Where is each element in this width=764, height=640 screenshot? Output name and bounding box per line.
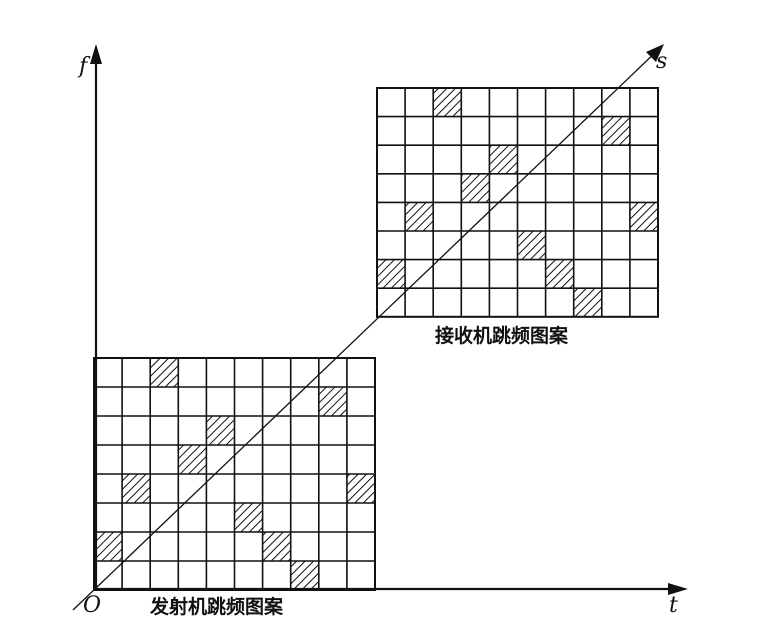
receiver-hatched-cell [461, 173, 490, 203]
s-axis-arrowhead [646, 44, 664, 62]
origin-label: O [83, 593, 101, 618]
transmitter-hatched-cell [122, 474, 151, 503]
transmitter-hatched-cell [150, 358, 179, 387]
receiver-hatched-cell [573, 288, 602, 317]
transmitter-hatched-cell [262, 532, 291, 561]
receiver-hatched-cell [545, 259, 574, 289]
receiver-hatched-cell [377, 259, 406, 289]
transmitter-hatched-cell [234, 503, 263, 532]
receiver-caption: 接收机跳频图案 [435, 324, 569, 347]
receiver-hatched-cell [433, 88, 462, 117]
receiver-hatched-cell [405, 202, 434, 231]
transmitter-hopping-grid [93, 357, 376, 591]
receiver-hatched-cell [601, 116, 630, 146]
receiver-hopping-grid [376, 87, 659, 318]
receiver-hatched-cell [629, 202, 658, 231]
s-axis-line [72, 47, 661, 611]
transmitter-hatched-cell [290, 561, 319, 590]
f-axis-arrowhead [90, 44, 102, 64]
transmitter-hatched-cell [94, 532, 123, 561]
s-axis-label: s [656, 49, 667, 74]
receiver-grid-border [376, 87, 659, 318]
transmitter-hatched-cell [318, 387, 347, 416]
transmitter-hatched-cell [346, 474, 375, 503]
f-axis-label: f [77, 54, 91, 79]
t-axis-label: t [669, 593, 678, 618]
t-axis-arrowhead [668, 583, 688, 595]
transmitter-hatched-cell [178, 445, 207, 474]
transmitter-hatched-cell [206, 416, 235, 445]
transmitter-caption: 发射机跳频图案 [149, 595, 284, 618]
receiver-hatched-cell [517, 231, 546, 260]
receiver-hatched-cell [489, 145, 518, 174]
